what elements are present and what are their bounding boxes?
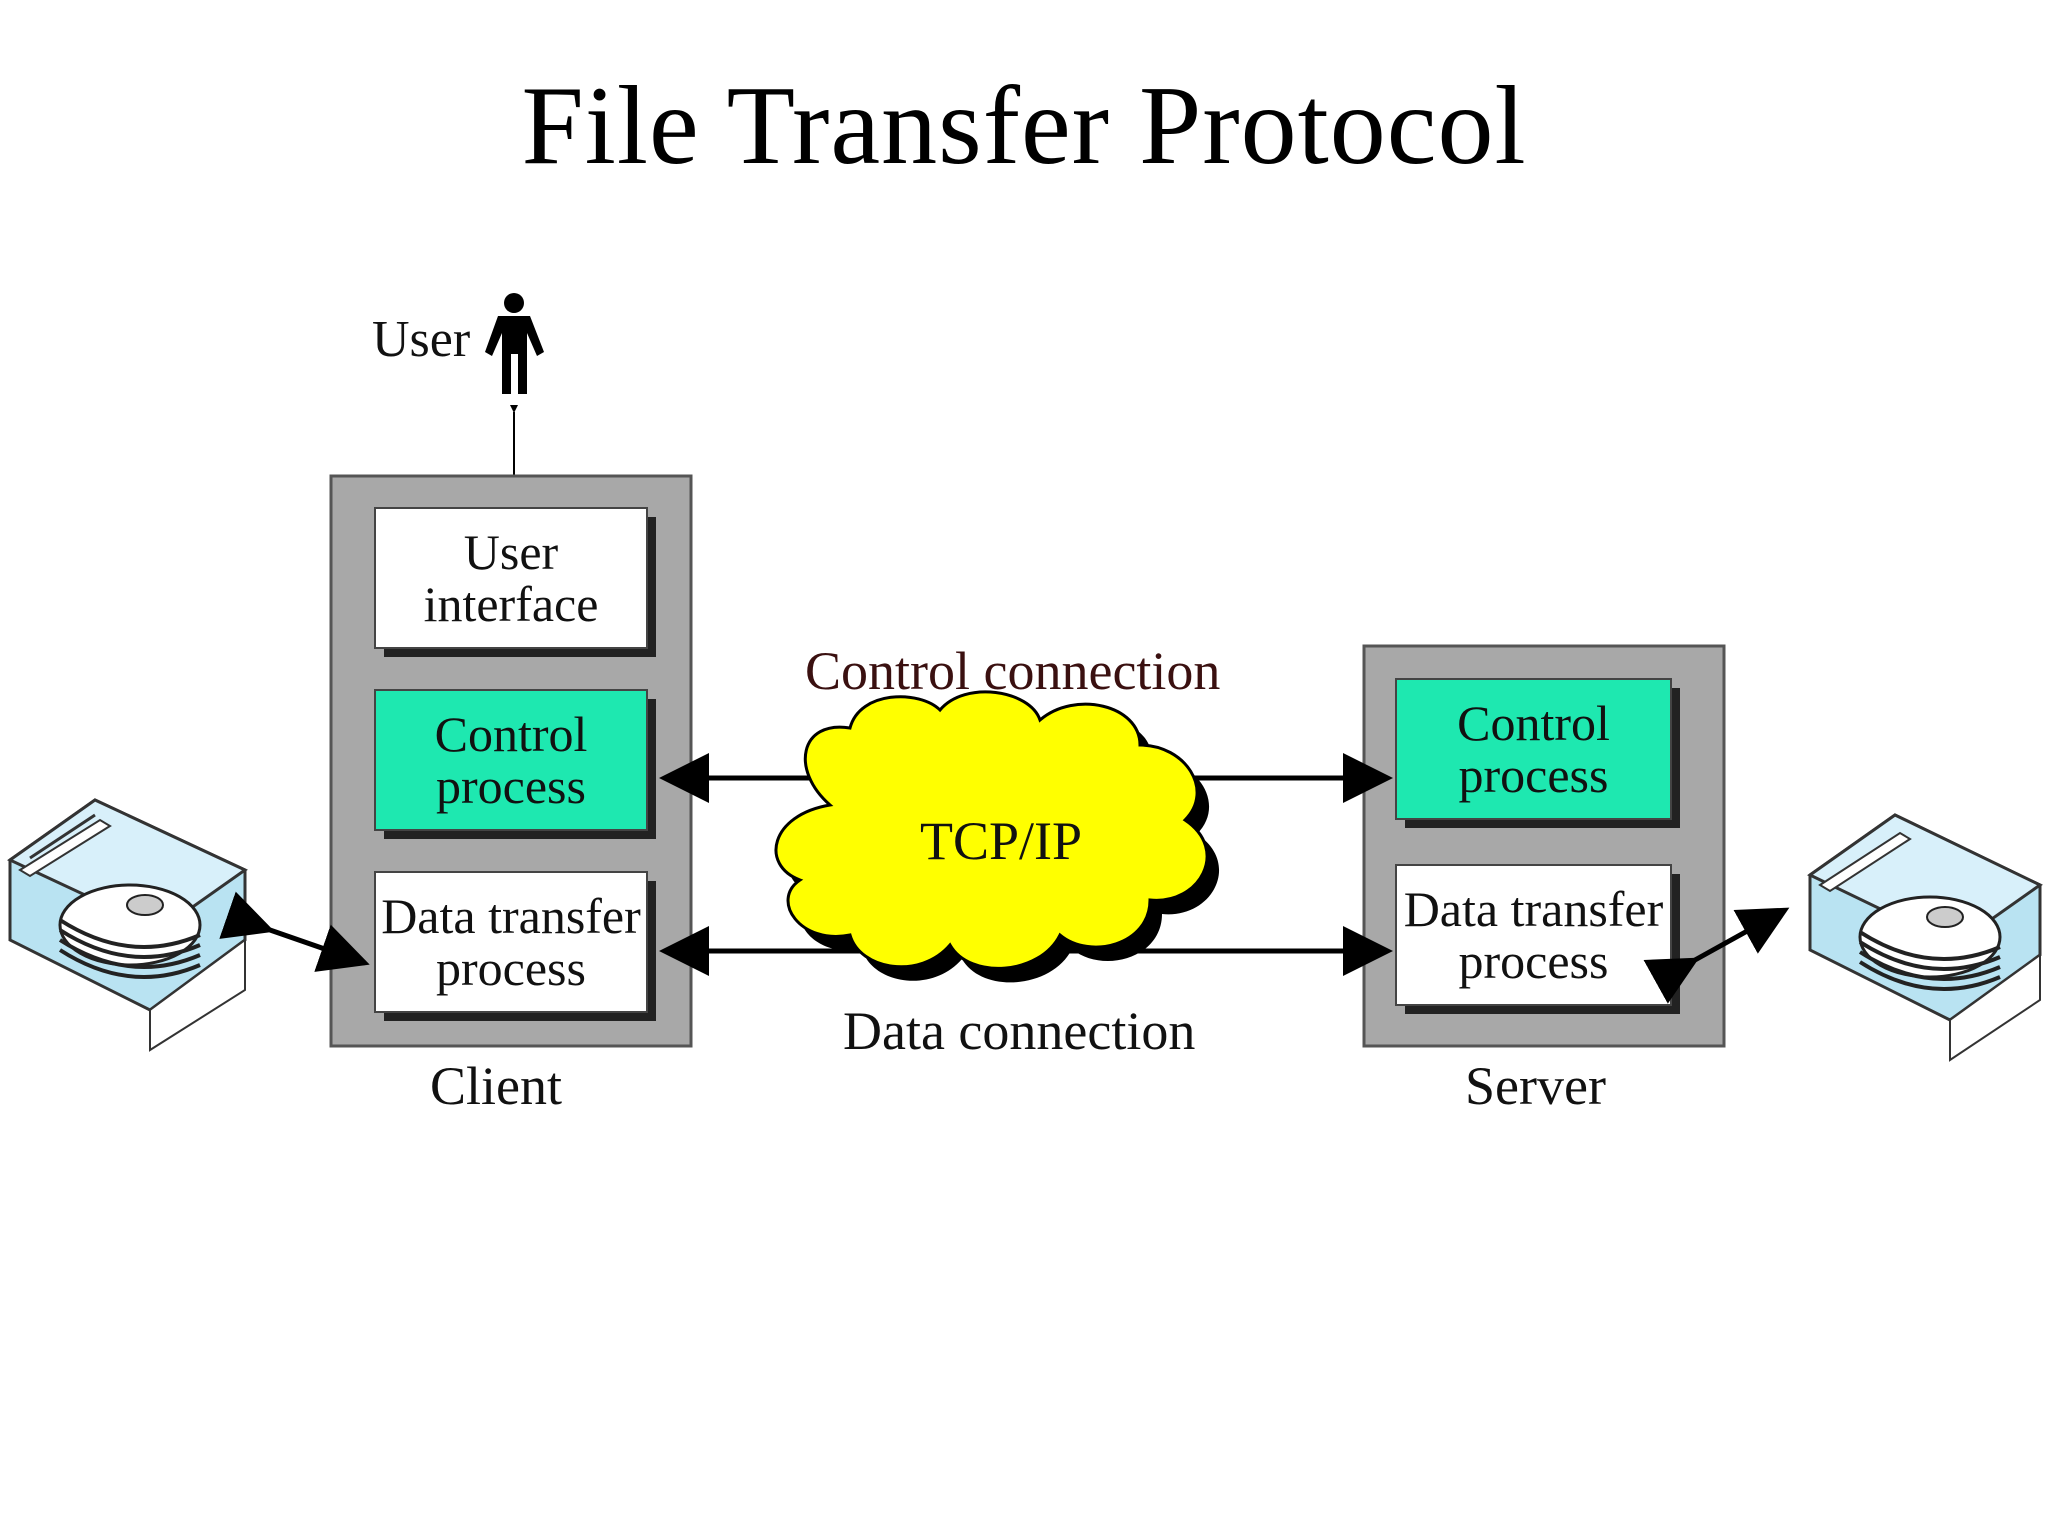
client-control-process-text: Control process (434, 706, 588, 814)
server-label: Server (1465, 1056, 1606, 1116)
control-connection-label: Control connection (805, 641, 1221, 701)
client-user-interface-box (374, 507, 648, 649)
user-label: User (372, 311, 471, 368)
server-disk-arrow (1643, 907, 1790, 1004)
server-control-process-box (1395, 678, 1672, 820)
client-disk-icon (7, 798, 248, 1052)
page-title: File Transfer Protocol (521, 64, 1527, 188)
client-label: Client (430, 1056, 562, 1116)
server-disk-icon (1807, 813, 2043, 1062)
person-icon (485, 293, 544, 394)
client-data-transfer-box (374, 871, 648, 1013)
client-control-process-box (374, 689, 648, 831)
server-data-transfer-box (1395, 864, 1672, 1006)
server-data-transfer-text: Data transfer process (1403, 881, 1664, 989)
data-connection-label: Data connection (843, 1001, 1196, 1061)
cloud-icon (774, 690, 1220, 983)
client-data-transfer-text: Data transfer process (381, 888, 641, 996)
client-user-interface-text: User interface (423, 524, 599, 632)
server-control-process-text: Control process (1457, 695, 1610, 803)
cloud-label: TCP/IP (920, 811, 1083, 871)
client-disk-arrow (219, 891, 370, 972)
